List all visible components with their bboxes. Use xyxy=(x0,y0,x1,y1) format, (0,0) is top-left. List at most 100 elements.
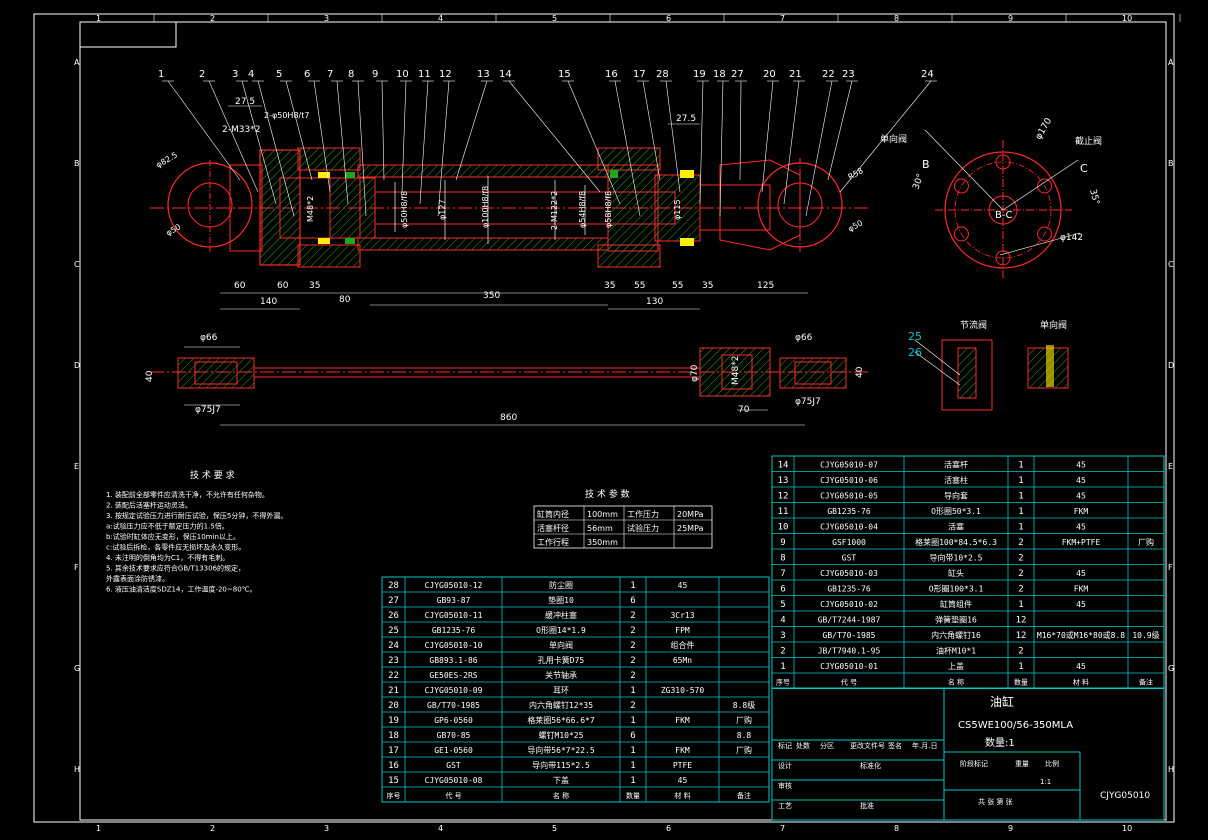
param-cell: 20MPa xyxy=(677,510,704,519)
bom-cell: 45 xyxy=(1076,600,1086,609)
bom-cell: 26 xyxy=(388,611,399,621)
border-col-2: 2 xyxy=(210,14,215,23)
border-col-bottom-8: 8 xyxy=(894,824,899,833)
rod-dim-5: M48*2 xyxy=(731,356,741,385)
border-row-C: C xyxy=(74,260,80,269)
bom-cell: 厂购 xyxy=(1138,537,1154,547)
balloon-22: 22 xyxy=(822,69,835,80)
inner-dim-2: M48*2 xyxy=(306,196,315,222)
bom-cell: 弹簧垫圈16 xyxy=(935,615,977,625)
param-cell: 56mm xyxy=(587,524,613,533)
bom-cell: 1 xyxy=(780,662,785,672)
bom-cell: GST xyxy=(842,554,857,563)
border-row-right-D: D xyxy=(1168,361,1174,370)
title-block-label: 分区 xyxy=(820,741,834,750)
bom-header-cell: 备注 xyxy=(737,791,751,800)
bom-cell: ZG310-570 xyxy=(661,686,705,695)
inner-dim-3: φ50H8/f8 xyxy=(400,191,409,228)
bom-cell: CJYG05010-12 xyxy=(425,581,483,590)
bom-cell: 13 xyxy=(778,476,789,486)
title-drawing-no: CJYG05010 xyxy=(1100,791,1150,801)
bom-cell: O形圈14*1.9 xyxy=(536,626,586,635)
dim-angle-30: 30° xyxy=(911,173,926,191)
border-col-9: 9 xyxy=(1008,14,1013,23)
balloon-12: 12 xyxy=(439,69,452,80)
border-row-G: G xyxy=(74,664,80,673)
title-block-label: 工艺 xyxy=(778,802,792,810)
border-col-bottom-2: 2 xyxy=(210,824,215,833)
border-row-H: H xyxy=(74,765,80,774)
bom-cell: 2 xyxy=(1018,585,1023,595)
bom-cell: 2 xyxy=(780,647,785,657)
bom-cell: 1 xyxy=(1018,523,1023,533)
bom-cell: 1 xyxy=(630,761,635,771)
border-col-bottom-10: 10 xyxy=(1122,824,1132,833)
balloon-8: 8 xyxy=(348,69,354,80)
bom-header-cell: 名 称 xyxy=(553,791,569,800)
dim-bottom-2: 60 xyxy=(277,281,289,291)
bom-header-cell: 数量 xyxy=(626,791,640,800)
inner-dim-4: φ127 xyxy=(438,199,447,220)
bom-cell: 14 xyxy=(778,461,789,471)
bom-cell: 缸头 xyxy=(948,568,964,578)
title-block-label: 批准 xyxy=(860,801,874,810)
rod-dim-6: φ66 xyxy=(795,333,813,343)
balloon-23: 23 xyxy=(842,69,855,80)
bom-cell: GE50ES-2RS xyxy=(429,671,477,680)
balloon-17: 17 xyxy=(633,69,646,80)
border-col-6: 6 xyxy=(666,14,671,23)
bom-cell: 厂购 xyxy=(736,715,752,725)
balloon-7: 7 xyxy=(327,69,333,80)
bom-cell: 27 xyxy=(388,596,399,606)
dim-bottom-4: 80 xyxy=(339,295,351,305)
param-cell: 100mm xyxy=(587,510,618,519)
rod-dim-0: φ66 xyxy=(200,333,218,343)
bom-cell: 5 xyxy=(780,600,785,610)
title-block-label: 比例 xyxy=(1045,759,1059,768)
bom-header-cell: 名 称 xyxy=(948,678,964,687)
bom-cell: 上盖 xyxy=(948,661,964,671)
bom-cell: GB/T7244-1987 xyxy=(818,616,881,625)
bom-cell: 1 xyxy=(630,581,635,591)
bom-cell: 6 xyxy=(630,731,635,741)
bom-cell: 1 xyxy=(1018,600,1023,610)
title-block-label: 标准化 xyxy=(860,761,881,770)
bom-cell: 23 xyxy=(388,656,399,666)
bolt-hole xyxy=(1037,178,1053,194)
technical-requirements: 技 术 要 求 1. 装配前全部零件应清洗干净，不允许有任何杂物。2. 装配后活… xyxy=(106,469,287,594)
bom-cell: 2 xyxy=(630,626,635,636)
param-cell: 工作压力 xyxy=(627,509,659,519)
bom-cell: 油杯M10*1 xyxy=(936,646,976,656)
bom-cell: 12 xyxy=(1016,631,1027,641)
bom-cell: GB893.1-86 xyxy=(429,656,477,665)
title-part-name: 油缸 xyxy=(990,694,1014,709)
bom-cell: GST xyxy=(446,761,461,770)
bom-cell: 45 xyxy=(1076,523,1086,532)
bom-header-cell: 代 号 xyxy=(841,678,857,687)
bom-cell: 1 xyxy=(630,746,635,756)
title-block-label: 更改文件号 xyxy=(850,741,885,750)
param-cell: 工作行程 xyxy=(537,537,569,547)
rod-dim-4: φ70 xyxy=(690,364,700,382)
balloon-14: 14 xyxy=(499,69,512,80)
bom-cell: 格莱圈56*66.6*7 xyxy=(527,715,595,725)
bom-cell: FPM xyxy=(675,626,690,635)
dim-bottom-0: 60 xyxy=(234,281,246,291)
param-cell: 活塞杆径 xyxy=(537,523,569,533)
title-block: 油缸 CS5WE100/56-350MLA 数量:1 CJYG05010 标记处… xyxy=(771,687,1165,821)
dim-bottom-10: 35 xyxy=(702,281,713,291)
balloon-10: 10 xyxy=(396,69,409,80)
bom-cell: 20 xyxy=(388,701,399,711)
bom-cell: 下盖 xyxy=(553,775,569,785)
balloon-3: 3 xyxy=(232,69,238,80)
title-block-label: 年.月.日 xyxy=(912,741,937,750)
bom-cell: 12 xyxy=(1016,616,1027,626)
title-block-label: 签名 xyxy=(888,741,902,750)
bom-cell: 22 xyxy=(388,671,399,681)
balloon-1: 1 xyxy=(158,69,164,80)
